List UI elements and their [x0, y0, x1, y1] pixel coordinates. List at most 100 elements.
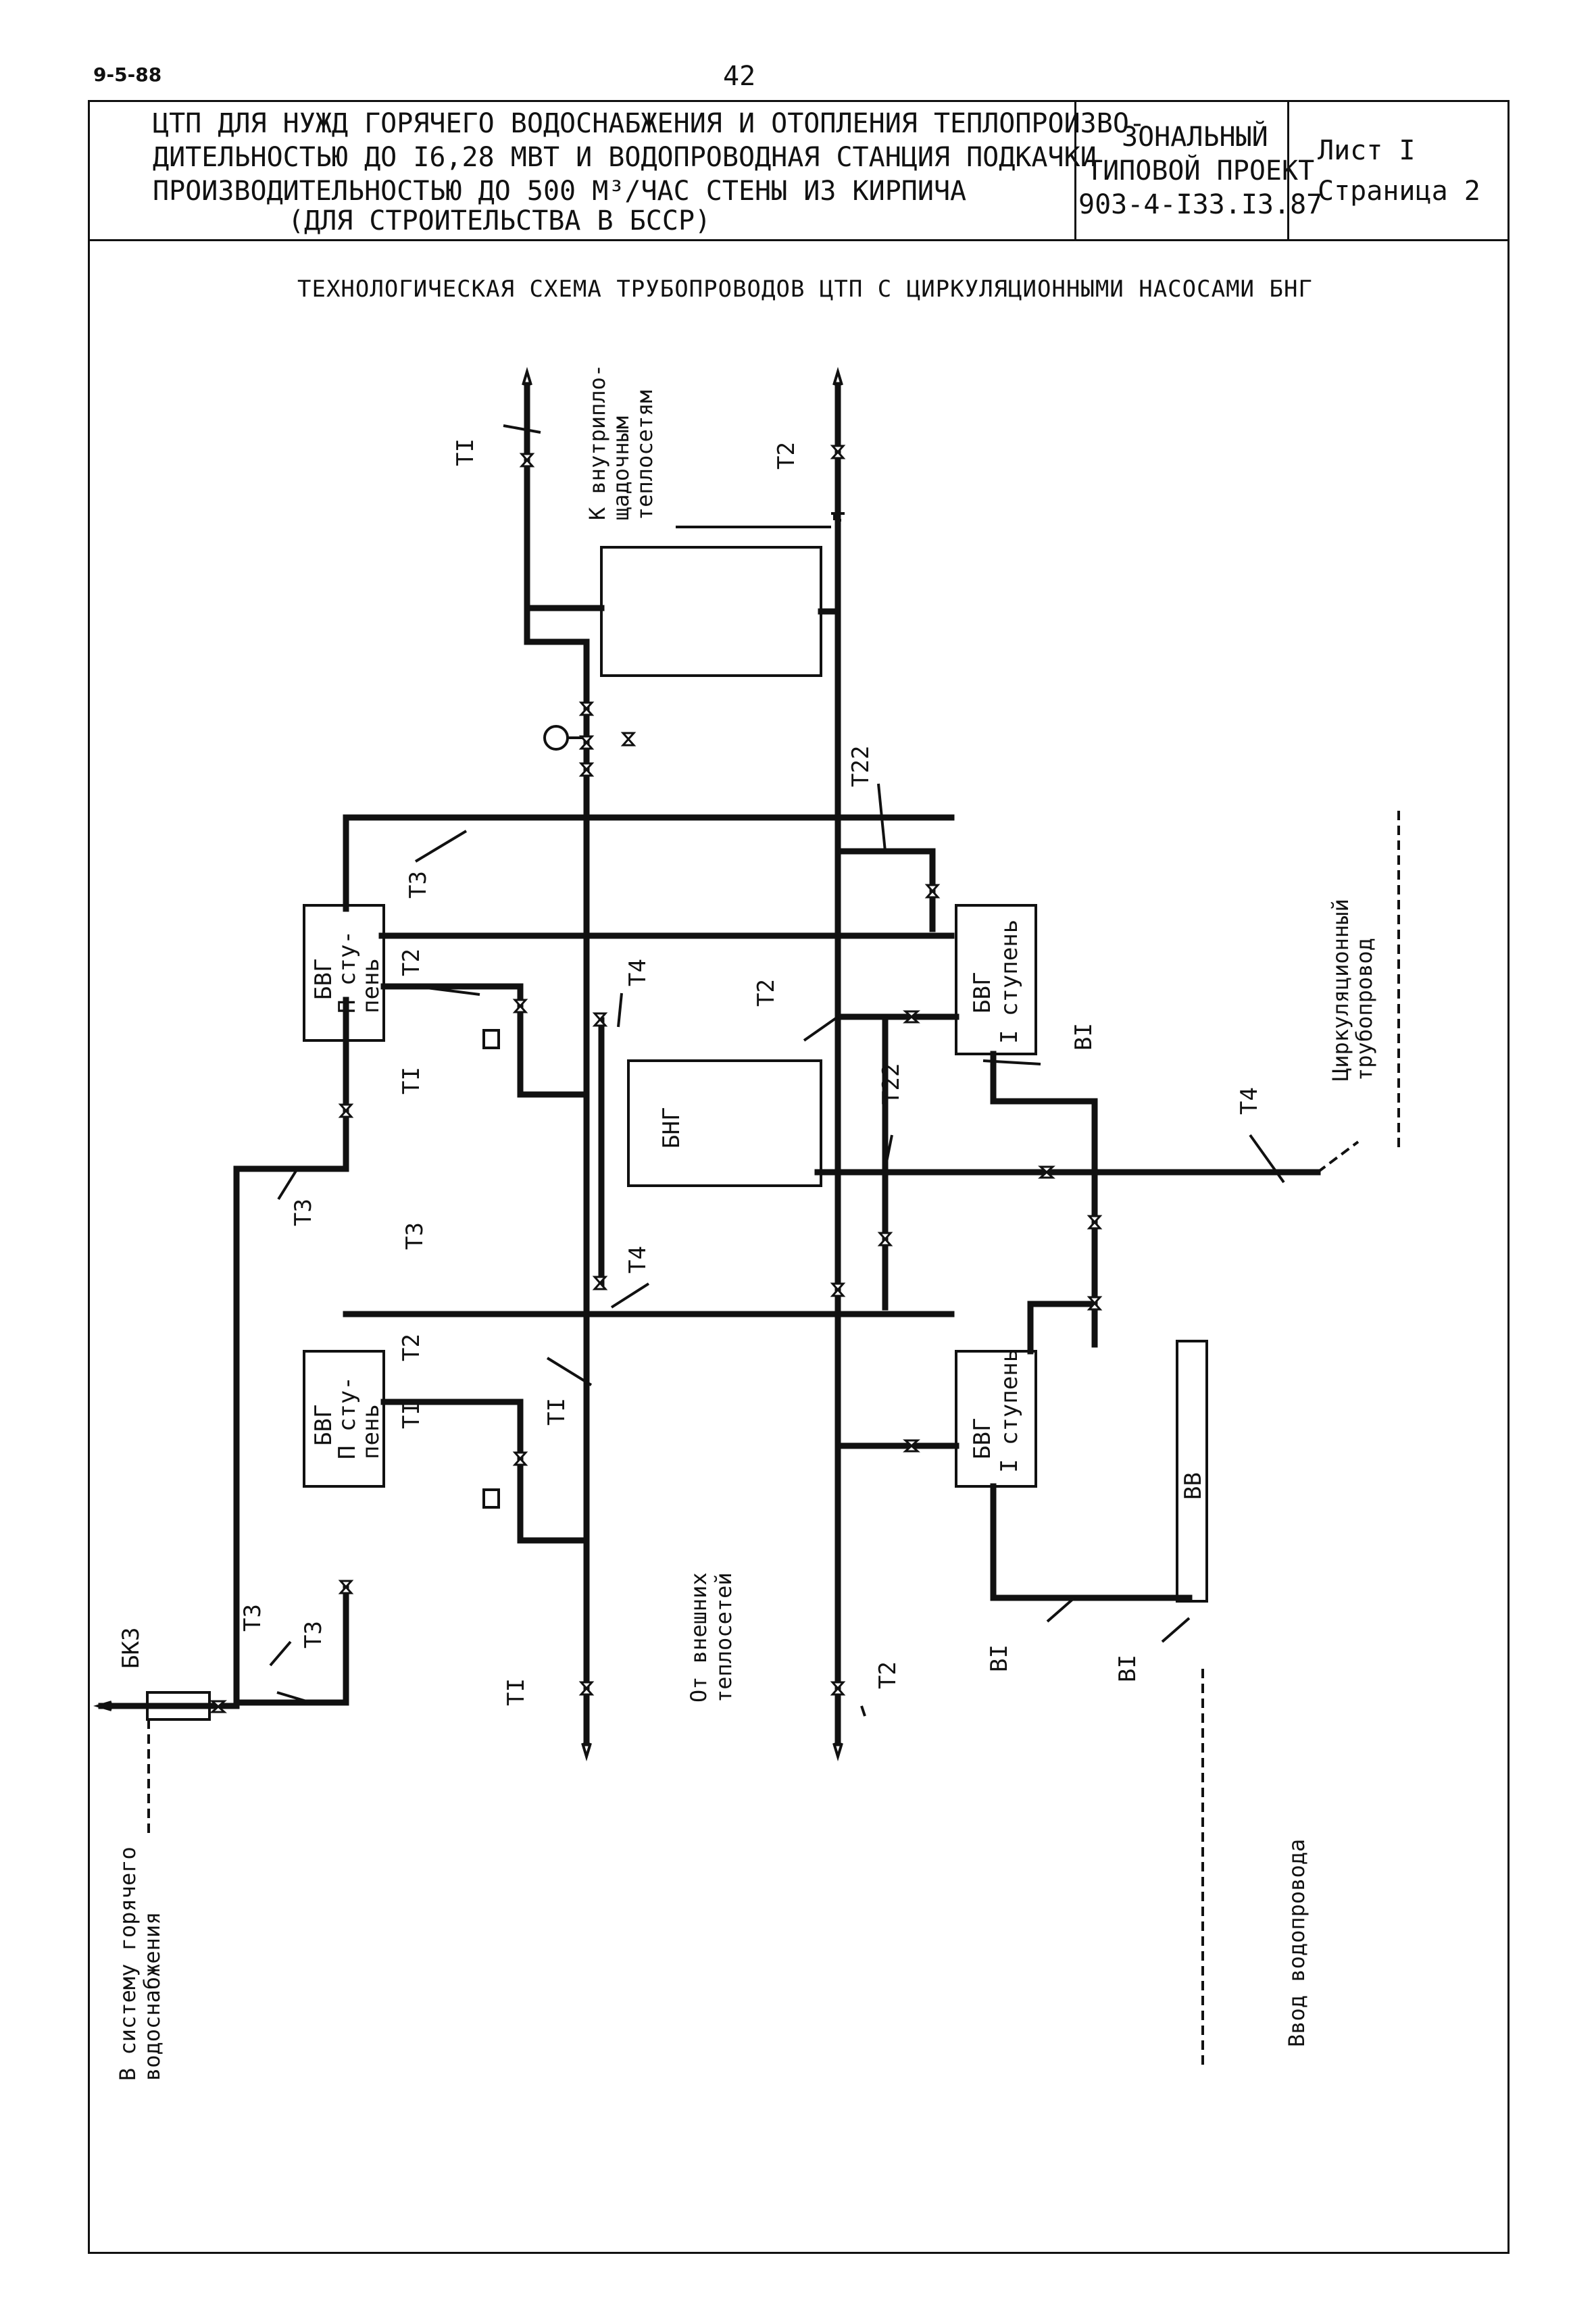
valve-t1-branch-2: [512, 1451, 528, 1466]
pipe-top-exchanger: [524, 605, 841, 615]
label-t22-lower: T22: [878, 1063, 905, 1105]
pipe-t3-vertical: [233, 814, 349, 1706]
note-circulation-2: трубопровод: [1351, 938, 1377, 1081]
label-bvg2-lower-1: БВГ: [310, 1405, 337, 1446]
valve-t4-2: [592, 1276, 608, 1290]
pressure-gauge: [543, 725, 569, 751]
label-t2-top: T2: [773, 442, 800, 470]
label-t1-upper: TI: [398, 1067, 425, 1095]
valve-t1-1: [578, 701, 595, 716]
label-t2-mid: T2: [398, 1334, 425, 1361]
label-bvg1-lower-1: БВГ: [969, 1418, 996, 1459]
page-label: Страница 2: [1318, 176, 1480, 207]
label-bvg2-lower-3: пень: [357, 1404, 384, 1459]
label-bvg1-upper-1: БВГ: [969, 972, 996, 1013]
header-line-2: ДИТЕЛЬНОСТЬЮ ДО I6,28 МВТ И ВОДОПРОВОДНА…: [153, 142, 1097, 173]
thermometer-lower: [482, 1488, 500, 1509]
label-bvg2-upper-3: пень: [357, 958, 384, 1013]
project-number: 903-4-I33.I3.87: [1078, 189, 1323, 220]
note-internal-2: щадочным: [608, 416, 634, 520]
valve-bvg1-b: [903, 1439, 920, 1453]
label-t3-center: T3: [401, 1222, 428, 1250]
note-water-inlet: Ввод водопровода: [1284, 1839, 1310, 2047]
bvg2-upper-box: [303, 904, 385, 1042]
valve-t2-lower: [830, 1282, 846, 1297]
valve-b1-1: [1087, 1215, 1103, 1230]
top-exchanger-box: [600, 546, 822, 677]
label-bvg2-upper-2: П сту-: [334, 930, 361, 1013]
header-line-1: ЦТП ДЛЯ НУЖД ГОРЯЧЕГО ВОДОСНАБЖЕНИЯ И ОТ…: [153, 108, 1146, 139]
valve-t3-2: [338, 1580, 354, 1594]
valve-t1-2: [578, 735, 595, 750]
sheet-number: Лист I: [1318, 135, 1416, 166]
pipe-b1-upper: [990, 1051, 1098, 1355]
label-bng: БНГ: [658, 1107, 685, 1149]
label-t3-low: T3: [239, 1604, 266, 1632]
bvg1-upper-box: [955, 904, 1037, 1055]
label-b1-lower: BI: [986, 1644, 1013, 1672]
label-t3-mid: T3: [290, 1199, 317, 1226]
document-code: 9-5-88: [93, 64, 162, 86]
label-t4-circ: T4: [1236, 1087, 1263, 1115]
valve-t2-top: [830, 445, 846, 459]
project-type: ТИПОВОЙ ПРОЕКТ: [1087, 155, 1315, 186]
bng-box: [627, 1059, 822, 1187]
note-internal-1: К внутрипло-: [584, 364, 610, 520]
label-bkz: БКЗ: [118, 1628, 145, 1669]
label-bvg2-lower-2: П сту-: [334, 1376, 361, 1459]
valve-t3-1: [338, 1103, 354, 1118]
pipe-b1-lower: [990, 1483, 1193, 1601]
label-t2-middle: T2: [753, 979, 780, 1007]
title-block: ЦТП ДЛЯ НУЖД ГОРЯЧЕГО ВОДОСНАБЖЕНИЯ И ОТ…: [88, 100, 1510, 241]
label-t3-top: T3: [405, 871, 432, 899]
valve-bypass: [620, 732, 637, 747]
label-t2-bottom: T2: [874, 1661, 901, 1689]
valve-b1-2: [1087, 1296, 1103, 1311]
valve-t4-1: [592, 1012, 608, 1027]
label-t1-mid: TI: [398, 1401, 425, 1429]
note-hot-water-1: В систему горячего: [115, 1846, 141, 2081]
header-line-4: (ДЛЯ СТРОИТЕЛЬСТВА В БССР): [288, 205, 712, 236]
label-t22-upper: T22: [847, 746, 874, 787]
note-circulation-1: Циркуляционный: [1328, 899, 1353, 1081]
label-bvg1-lower-2: I ступень: [996, 1349, 1023, 1473]
note-hot-water-2: водоснабжения: [139, 1912, 165, 2081]
pipe-t1-lower-branch: [380, 1399, 590, 1544]
label-t3-low2: T3: [300, 1621, 327, 1649]
note-internal-3: теплосетям: [632, 390, 657, 520]
drawing-frame: [88, 100, 1510, 2254]
label-bb: ВВ: [1180, 1472, 1207, 1500]
label-t1-bottom: TI: [503, 1678, 530, 1706]
label-bvg2-upper-1: БВГ: [310, 959, 337, 1000]
thermometer-upper: [482, 1029, 500, 1049]
valve-t1-3: [578, 762, 595, 777]
bb-box: [1176, 1340, 1208, 1603]
label-t2-upper: T2: [398, 949, 425, 976]
valve-t1-bottom: [578, 1681, 595, 1696]
project-zonal: ЗОНАЛЬНЫЙ: [1122, 122, 1268, 153]
valve-bvg1-a: [903, 1010, 920, 1024]
valve-t4-circ: [1038, 1165, 1055, 1179]
valve-bvg1: [924, 884, 941, 899]
label-t1-mid2: TI: [543, 1398, 570, 1426]
label-bvg1-upper-2: I ступень: [996, 920, 1023, 1044]
pipe-t1-main: [524, 382, 590, 1746]
bvg2-lower-box: [303, 1350, 385, 1488]
label-t4-upper: T4: [624, 959, 651, 986]
label-t4-lower: T4: [624, 1246, 651, 1274]
label-t1-top: TI: [452, 438, 479, 466]
valve-t1-top: [519, 453, 535, 468]
pipe-t1-upper-branch: [380, 983, 590, 1098]
bvg1-lower-box: [955, 1350, 1037, 1488]
valve-t3-3: [209, 1700, 227, 1713]
note-external-1: От внешних: [686, 1572, 712, 1703]
bkz-box: [146, 1691, 211, 1721]
label-b1-inlet: BI: [1114, 1655, 1141, 1682]
valve-t2-bottom: [830, 1681, 846, 1696]
valve-t1-branch-1: [512, 999, 528, 1013]
label-b1-upper: BI: [1070, 1023, 1097, 1051]
header-line-3: ПРОИЗВОДИТЕЛЬНОСТЬЮ ДО 500 М³/ЧАС СТЕНЫ …: [153, 176, 967, 207]
note-external-2: теплосетей: [711, 1572, 737, 1703]
drawing-title: ТЕХНОЛОГИЧЕСКАЯ СХЕМА ТРУБОПРОВОДОВ ЦТП …: [297, 276, 1313, 303]
